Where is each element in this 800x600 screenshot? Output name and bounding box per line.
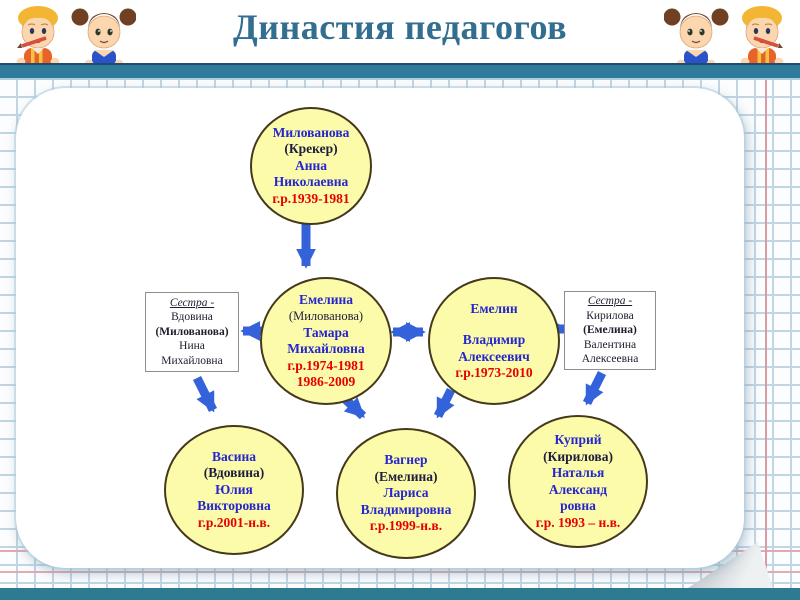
node-patronymic: Михайловна: [161, 354, 223, 367]
boy-illustration: [16, 6, 60, 76]
node-years-2: 1986-2009: [296, 374, 356, 389]
node-given-name: Наталья: [551, 465, 605, 480]
node-maiden-name: (Милованова): [155, 325, 229, 338]
arrow-sister-right-to-natalya: [582, 370, 607, 406]
node-maiden-name: (Крекер): [284, 141, 338, 157]
node-maiden-name: (Емелина): [374, 468, 438, 484]
node-surname: Емелин: [470, 300, 518, 316]
node-years: г.р.1999-н.в.: [369, 518, 443, 534]
sister-label: Сестра -: [169, 296, 215, 309]
node-patronymic-part1: Александ: [548, 481, 608, 497]
node-given-name: Нина: [179, 340, 205, 353]
node-years: г.р. 1993 – н.в.: [535, 514, 621, 530]
node-years: г.р.2001-н.в.: [197, 514, 271, 530]
footer-bar: [0, 588, 800, 600]
node-patronymic: Алексеевна: [581, 353, 639, 366]
node-given-name: Валентина: [583, 338, 637, 351]
header-divider-bar: [0, 63, 800, 80]
family-node-anna: Милованова (Крекер) Анна Николаевна г.р.…: [250, 107, 372, 225]
arrow-sister-left-to-yulia: [192, 375, 218, 413]
node-patronymic: Михайловна: [287, 341, 365, 356]
node-given-name: Анна: [294, 157, 328, 173]
node-years: г.р.1939-1981: [272, 190, 350, 206]
node-given-name: Тамара: [303, 324, 349, 340]
node-surname: Вагнер: [384, 452, 428, 468]
family-node-yulia: Васина (Вдовина) Юлия Викторовна г.р.200…: [164, 425, 304, 555]
family-node-natalya: Куприй (Кирилова) Наталья Александ ровна…: [508, 415, 648, 548]
family-node-tamara: Емелина (Милованова) Тамара Михайловна г…: [260, 277, 392, 405]
node-surname: Емелина: [298, 291, 354, 307]
family-node-larisa: Вагнер (Емелина) Лариса Владимировна г.р…: [336, 428, 476, 559]
node-patronymic: Викторовна: [197, 498, 271, 514]
node-patronymic: Владимировна: [360, 501, 452, 517]
sister-label: Сестра -: [587, 295, 633, 308]
node-maiden-name: (Кирилова): [543, 448, 613, 464]
node-maiden-name: (Вдовина): [203, 465, 265, 481]
node-years: г.р.1974-1981: [287, 357, 365, 373]
family-node-vladimir: Емелин Владимир Алексеевич г.р.1973-2010: [428, 277, 560, 405]
arrow-vladimir-to-larisa: [433, 387, 456, 419]
node-given-name: Юлия: [215, 481, 253, 497]
sister-box-right: Сестра - Кирилова (Емелина) Валентина Ал…: [564, 291, 656, 370]
node-given-name: Лариса: [383, 485, 429, 501]
node-given-name: Владимир: [462, 332, 526, 347]
node-surname: Милованова: [272, 124, 350, 140]
node-surname: Куприй: [554, 432, 602, 447]
node-patronymic-part2: ровна: [560, 498, 596, 513]
node-years: г.р.1973-2010: [455, 365, 533, 380]
node-surname: Кирилова: [586, 309, 634, 322]
kids-illustration-left: [16, 6, 136, 76]
node-surname: Вдовина: [171, 311, 213, 324]
node-patronymic: Николаевна: [273, 174, 349, 190]
slide-title: Династия педагогов: [232, 7, 568, 47]
node-surname: Васина: [211, 448, 257, 464]
sister-box-left: Сестра - Вдовина (Милованова) Нина Михай…: [145, 292, 239, 372]
node-maiden-name: (Емелина): [583, 324, 637, 337]
node-patronymic: Алексеевич: [458, 348, 530, 364]
node-maiden-name: (Милованова): [288, 309, 364, 323]
